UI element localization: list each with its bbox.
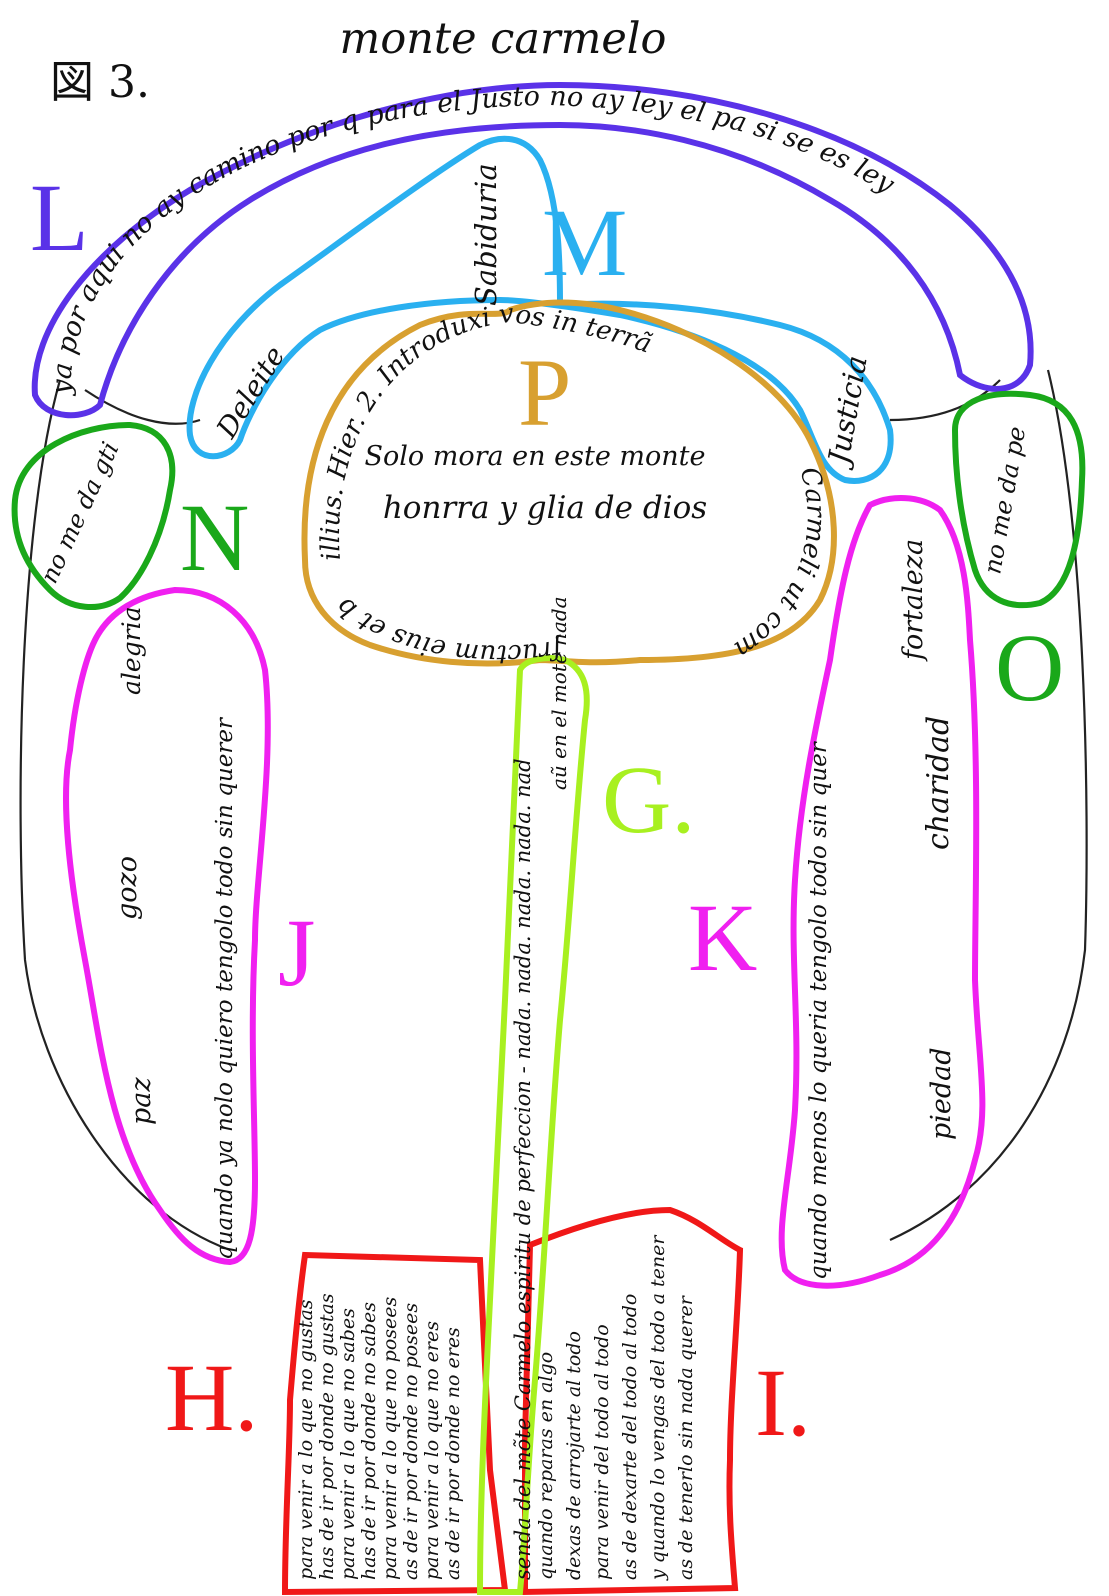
right-page-lines: quando reparas en algo dexas de arrojart… [535,1234,697,1581]
left-pillar-verse: quando ya nolo quiero tengolo todo sin q… [212,716,238,1260]
region-p-letter: P [518,339,571,446]
region-n-box [11,421,176,610]
region-l-outline [31,81,1034,419]
region-h-letter: H. [165,1344,258,1451]
left-page-lines: para venir a lo que no gustas has de ir … [295,1293,464,1580]
region-n-letter: N [180,484,249,591]
region-h-outline [281,1251,509,1596]
region-m-letter: M [542,189,627,296]
region-o-box [951,390,1086,609]
sabiduria-label: Sabiduria [469,163,503,306]
region-j-letter: J [278,899,315,1006]
left-page-line: has de ir por donde no gustas [316,1293,338,1580]
region-p-summit [301,299,837,667]
region-o-outline [951,390,1086,609]
left-page-line: para venir a lo que no gustas [295,1299,317,1580]
charidad-label: charidad [921,716,956,850]
region-letters: L M P N O J K G. H. I. [30,164,1064,1456]
alegria-label: alegria [117,606,146,695]
diagram-title: monte carmelo [340,14,667,64]
fortaleza-label: fortaleza [898,539,929,662]
justicia-label: Justicia [821,353,874,471]
region-k-letter: K [688,884,757,991]
region-o-letter: O [995,614,1064,721]
right-page-line: y quando lo vengas del todo a tener [647,1234,669,1581]
piedad-label: piedad [926,1047,957,1140]
region-i-outline [522,1206,744,1596]
left-page-line: para venir a lo que no sabes [337,1308,359,1580]
region-p-outline [301,299,837,667]
region-k-pillar [778,495,986,1289]
region-m-outline [186,135,894,484]
paz-label: paz [126,1077,157,1125]
deleite-label: Deleite [209,340,291,444]
region-j-pillar [62,586,271,1266]
center-path-top: aũ en el mote nada [547,596,571,790]
region-n-outline [11,421,176,610]
right-page-line: as de dexarte del todo al todo [619,1294,641,1580]
region-j-outline [62,586,271,1266]
left-page-line: as de ir por donde no eres [442,1327,464,1580]
region-g-outline [476,655,590,1595]
right-page-line: quando reparas en algo [535,1352,557,1580]
figure-label: 図 3. [50,57,150,108]
left-page-line: has de ir por donde no sabes [358,1302,380,1580]
region-g-path [476,655,590,1595]
summit-line-2: honrra y glia de dios [383,490,707,526]
region-i-letter: I. [755,1349,811,1456]
region-k-outline [778,495,986,1289]
right-page-line: dexas de arrojarte al todo [563,1331,585,1580]
left-page-line: para venir a lo que no eres [421,1321,443,1580]
region-l-letter: L [30,164,89,271]
region-l-band [31,81,1034,419]
right-page-line: as de tenerlo sin nada querer [675,1294,697,1580]
gozo-label: gozo [112,856,143,920]
left-page-line: as de ir por donde no posees [400,1303,422,1580]
summit-line-1: Solo mora en este monte [365,441,706,472]
region-m-band [186,135,894,484]
left-page-line: para venir a lo que no posees [379,1296,401,1580]
region-g-letter: G. [602,746,695,853]
region-h-page [281,1251,509,1596]
right-page-line: para venir del todo al todo [591,1324,613,1580]
region-i-page [522,1206,744,1596]
